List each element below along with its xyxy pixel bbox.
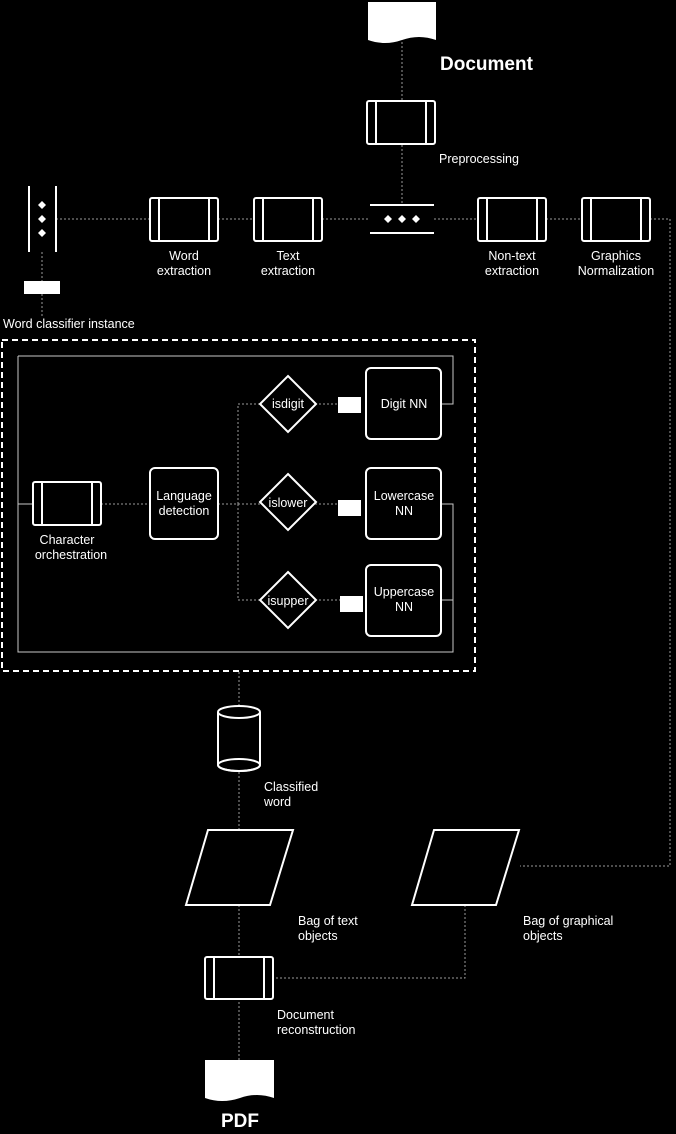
- character-orchestration-node: Character orchestration: [32, 481, 107, 562]
- bag-graphical-label-1: Bag of graphical: [523, 914, 613, 928]
- isupper-label: isupper: [268, 594, 309, 608]
- classified-word-label-1: Classified: [264, 780, 318, 794]
- bag-text-label-1: Bag of text: [298, 914, 358, 928]
- text-extraction-node: Text extraction: [253, 197, 323, 278]
- digit-nn-label: Digit NN: [381, 397, 428, 411]
- language-detection-node: Language detection: [149, 467, 219, 540]
- database-icon: [217, 712, 261, 772]
- document-node: Document: [368, 2, 534, 75]
- graphics-normalization-label-2: Normalization: [578, 264, 654, 278]
- word-classifier-instance-node: Word classifier instance: [3, 281, 135, 331]
- document-label: Document: [440, 54, 534, 75]
- isupper-gate: [340, 596, 363, 612]
- pdf-label: PDF: [221, 1111, 259, 1132]
- document-reconstruction-label-2: reconstruction: [277, 1023, 356, 1037]
- islower-label: islower: [269, 496, 308, 510]
- text-extraction-label-2: extraction: [261, 264, 315, 278]
- document-reconstruction-label-1: Document: [277, 1008, 334, 1022]
- isdigit-label: isdigit: [272, 397, 304, 411]
- isdigit-gate: [338, 397, 361, 413]
- uppercase-nn-node: Uppercase NN: [365, 564, 442, 637]
- document-icon: [368, 2, 436, 43]
- text-extraction-label-1: Text: [277, 249, 300, 263]
- lowercase-nn-label-2: NN: [395, 504, 413, 518]
- graphics-normalization-node: Graphics Normalization: [578, 197, 654, 278]
- lowercase-nn-node: Lowercase NN: [365, 467, 442, 540]
- splitter-node: [370, 204, 434, 234]
- non-text-extraction-label-1: Non-text: [488, 249, 536, 263]
- bag-of-graphical-objects-node: Bag of graphical objects: [410, 829, 613, 943]
- word-extraction-label-2: extraction: [157, 264, 211, 278]
- non-text-extraction-node: Non-text extraction: [477, 197, 547, 278]
- classified-word-node: Classified word: [217, 705, 318, 809]
- non-text-extraction-label-2: extraction: [485, 264, 539, 278]
- bag-text-label-2: objects: [298, 929, 338, 943]
- language-detection-label-2: detection: [159, 504, 210, 518]
- classified-word-label-2: word: [263, 795, 291, 809]
- character-orchestration-label-1: Character: [40, 533, 95, 547]
- inner-loop-frame: [17, 355, 454, 653]
- isdigit-decision: isdigit: [258, 374, 318, 434]
- digit-nn-node: Digit NN: [365, 367, 442, 440]
- uppercase-nn-label-1: Uppercase: [374, 585, 434, 599]
- connectors: [41, 38, 671, 1060]
- isupper-decision: isupper: [258, 570, 318, 630]
- collector-node: [28, 186, 57, 252]
- word-extraction-label-1: Word: [169, 249, 199, 263]
- word-extraction-node: Word extraction: [149, 197, 219, 278]
- character-orchestration-label-2: orchestration: [35, 548, 107, 562]
- pdf-node: PDF: [205, 1060, 274, 1132]
- document-reconstruction-node: Document reconstruction: [204, 956, 356, 1037]
- preprocessing-label: Preprocessing: [439, 152, 519, 166]
- word-classifier-instance-label: Word classifier instance: [3, 317, 135, 331]
- bag-of-text-objects-node: Bag of text objects: [184, 829, 358, 943]
- islower-gate: [338, 500, 361, 516]
- bag-graphical-label-2: objects: [523, 929, 563, 943]
- uppercase-nn-label-2: NN: [395, 600, 413, 614]
- pdf-document-icon: [205, 1060, 274, 1101]
- graphics-normalization-label-1: Graphics: [591, 249, 641, 263]
- language-detection-label-1: Language: [156, 489, 212, 503]
- word-classifier-container: [1, 339, 476, 672]
- islower-decision: islower: [258, 472, 318, 532]
- lowercase-nn-label-1: Lowercase: [374, 489, 434, 503]
- preprocessing-node: Preprocessing: [366, 100, 519, 166]
